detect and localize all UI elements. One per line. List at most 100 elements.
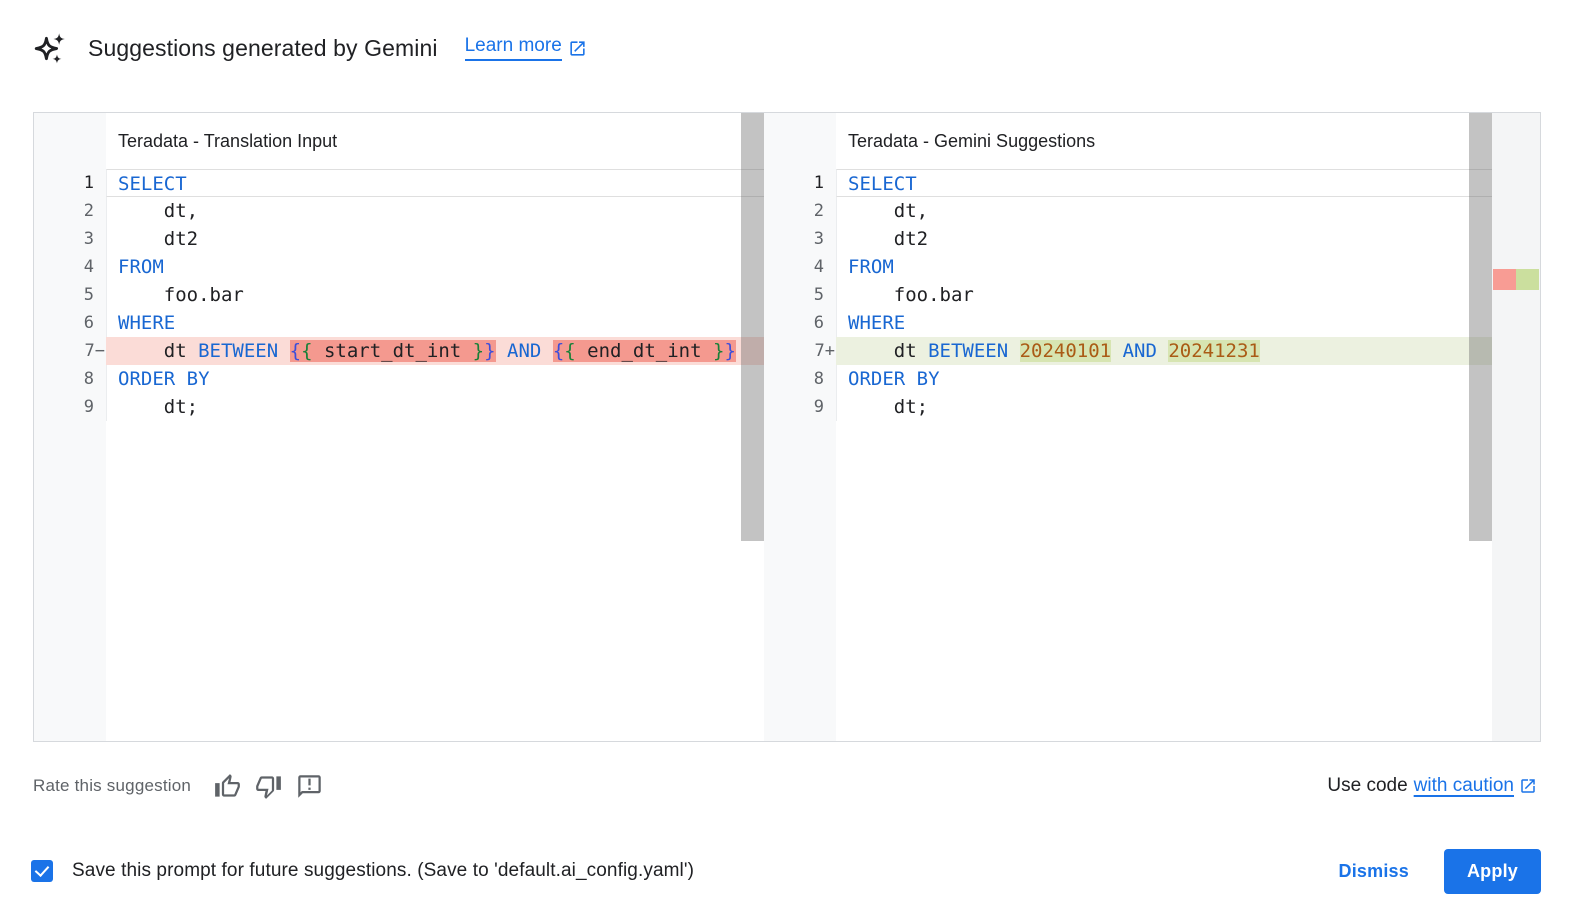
save-prompt-checkbox[interactable] (31, 860, 53, 882)
code-line: 3 dt2 (764, 225, 1540, 253)
code-token: start_dt_int (312, 340, 473, 362)
code-line: 4 FROM (34, 253, 764, 281)
vertical-scrollbar[interactable] (741, 113, 764, 541)
line-number: 1 (83, 173, 94, 193)
code-line: 7− dt BETWEEN {{ start_dt_int }} AND {{ … (34, 337, 764, 365)
line-number: 3 (813, 229, 824, 249)
line-number: 4 (83, 257, 94, 277)
code-line-content: dt; (836, 393, 1540, 421)
code-line: 5 foo.bar (34, 281, 764, 309)
code-token: ORDER BY (118, 368, 210, 390)
code-token: 20240101 (1019, 340, 1112, 362)
vertical-scrollbar[interactable] (1469, 113, 1492, 541)
open-in-new-icon (570, 40, 585, 56)
code-token: foo.bar (118, 284, 244, 306)
code-token (1008, 340, 1019, 362)
gemini-suggestions-header: Suggestions generated by Gemini Learn mo… (33, 30, 587, 66)
dismiss-button[interactable]: Dismiss (1338, 860, 1409, 881)
code-token: { (301, 340, 313, 362)
code-token: } (472, 340, 485, 362)
code-line-content: foo.bar (836, 281, 1540, 309)
code-line-content: foo.bar (106, 281, 764, 309)
open-in-new-icon (1521, 779, 1535, 793)
code-line-content: ORDER BY (836, 365, 1540, 393)
diff-overview-ruler (1492, 113, 1540, 741)
line-number: 5 (813, 285, 824, 305)
code-line: 1 SELECT (34, 169, 764, 197)
thumb-down-button[interactable] (255, 773, 282, 800)
code-token: } (484, 340, 496, 362)
code-token: dt2 (118, 228, 199, 250)
line-number: 3 (83, 229, 94, 249)
thumb-up-icon (215, 773, 240, 797)
code-line: 2 dt, (34, 197, 764, 225)
code-line: 3 dt2 (34, 225, 764, 253)
code-line-content: dt2 (106, 225, 764, 253)
code-line: 6 WHERE (764, 309, 1540, 337)
code-token: } (724, 340, 736, 362)
save-prompt-label: Save this prompt for future suggestions.… (72, 860, 695, 881)
bottom-action-bar: Save this prompt for future suggestions.… (31, 848, 1541, 894)
code-token: dt (118, 340, 199, 362)
code-token: 20241231 (1168, 340, 1260, 362)
code-line: 9 dt; (764, 393, 1540, 421)
gemini-spark-icon (34, 33, 65, 64)
code-line: 9 dt; (34, 393, 764, 421)
apply-button[interactable]: Apply (1443, 848, 1541, 894)
code-token (278, 340, 289, 362)
code-line-content: dt BETWEEN 20240101 AND 20241231 (836, 337, 1540, 365)
code-line-content: FROM (836, 253, 1540, 281)
code-token: dt; (848, 396, 929, 418)
thumb-up-button[interactable] (214, 773, 241, 800)
feedback-button[interactable] (296, 773, 323, 800)
code-token (496, 340, 507, 362)
code-token (1157, 340, 1168, 362)
editor-title-input: Teradata - Translation Input (118, 130, 338, 151)
feedback-icon (298, 774, 321, 798)
code-line-content: WHERE (106, 309, 764, 337)
code-token: dt, (848, 200, 929, 222)
line-number: 4 (813, 257, 824, 277)
code-line-content: dt BETWEEN {{ start_dt_int }} AND {{ end… (106, 337, 764, 365)
code-token: { (564, 340, 576, 362)
code-line: 7+ dt BETWEEN 20240101 AND 20241231 (764, 337, 1540, 365)
code-line: 5 foo.bar (764, 281, 1540, 309)
code-line: 8 ORDER BY (764, 365, 1540, 393)
code-token: dt; (118, 396, 199, 418)
code-line: 2 dt, (764, 197, 1540, 225)
code-line-content: dt; (106, 393, 764, 421)
code-token: FROM (848, 256, 894, 278)
code-token: { (552, 340, 565, 362)
line-number: 8 (813, 369, 824, 389)
code-line-content: ORDER BY (106, 365, 764, 393)
learn-more-link[interactable]: Learn more (464, 35, 587, 61)
code-token: BETWEEN (198, 340, 279, 362)
page-title: Suggestions generated by Gemini (88, 34, 438, 61)
code-line-content: FROM (106, 253, 764, 281)
line-number: 5 (83, 285, 94, 305)
code-token: AND (507, 340, 542, 362)
code-token: ORDER BY (848, 368, 940, 390)
code-token: FROM (118, 256, 164, 278)
code-token: end_dt_int (575, 340, 713, 362)
code-token: BETWEEN (928, 340, 1009, 362)
code-line-content: SELECT (106, 169, 764, 197)
code-token: } (713, 340, 725, 362)
code-line: 4 FROM (764, 253, 1540, 281)
code-token: dt (848, 340, 929, 362)
line-number: 6 (813, 313, 824, 333)
with-caution-link[interactable]: with caution (1413, 775, 1514, 796)
code-line-content: WHERE (836, 309, 1540, 337)
code-line-content: dt, (106, 197, 764, 225)
thumb-down-icon (256, 775, 281, 799)
use-code-text: Use code (1327, 775, 1408, 796)
code-line-content: SELECT (836, 169, 1540, 197)
editor-title-suggestions: Teradata - Gemini Suggestions (848, 130, 1096, 151)
